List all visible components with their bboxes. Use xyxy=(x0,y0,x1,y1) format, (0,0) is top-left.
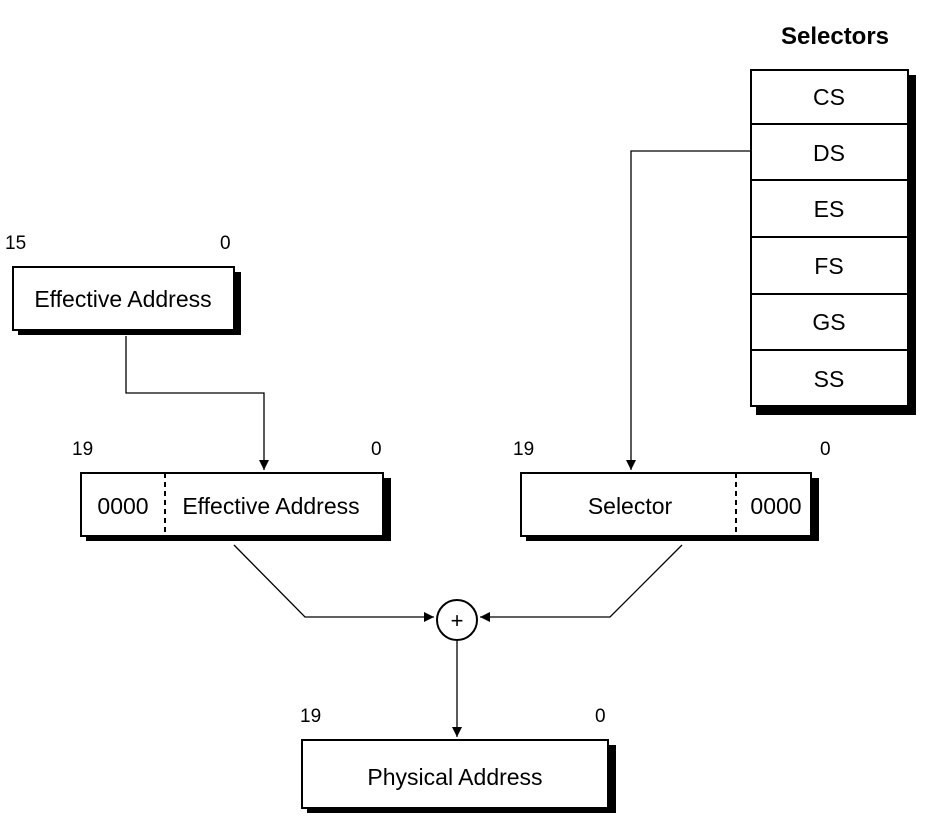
offset20-to-adder-arrow xyxy=(233,544,434,622)
shifted-offset-20bit: 19 0 0000 Effective Address xyxy=(72,439,391,541)
selector-ds: DS xyxy=(813,140,845,166)
physical-label: Physical Address xyxy=(367,764,542,790)
ea16-bit-high: 15 xyxy=(5,233,26,254)
selectors-title: Selectors xyxy=(781,23,889,50)
selector20-suffix: 0000 xyxy=(750,493,801,519)
offset20-bit-high: 19 xyxy=(72,439,93,460)
shifted-selector-20bit: 19 0 Selector 0000 xyxy=(513,439,831,541)
selector-fs: FS xyxy=(814,253,843,279)
ds-to-selector20-arrow xyxy=(626,150,751,470)
selector-ss: SS xyxy=(814,366,845,392)
physical-bit-low: 0 xyxy=(595,706,606,727)
ea16-label: Effective Address xyxy=(34,286,211,312)
physical-bit-high: 19 xyxy=(300,706,321,727)
physical-address-20bit: 19 0 Physical Address xyxy=(300,706,616,813)
adder-plus-icon: + xyxy=(451,608,464,633)
adder: + xyxy=(436,599,478,641)
effective-address-16bit: 15 0 Effective Address xyxy=(5,233,241,335)
selector-register-stack: CS DS ES FS GS SS xyxy=(750,69,916,415)
selector20-bit-high: 19 xyxy=(513,439,534,460)
offset20-label: Effective Address xyxy=(182,493,359,519)
ea16-to-offset20-arrow xyxy=(125,336,269,470)
selector20-bit-low: 0 xyxy=(820,439,831,460)
selector20-label: Selector xyxy=(588,493,673,519)
selector-gs: GS xyxy=(812,309,845,335)
selector-es: ES xyxy=(814,196,845,222)
selector20-to-adder-arrow xyxy=(480,544,683,622)
offset20-bit-low: 0 xyxy=(371,439,382,460)
ea16-bit-low: 0 xyxy=(220,233,231,254)
selector-cs: CS xyxy=(813,84,845,110)
offset20-prefix: 0000 xyxy=(97,493,148,519)
